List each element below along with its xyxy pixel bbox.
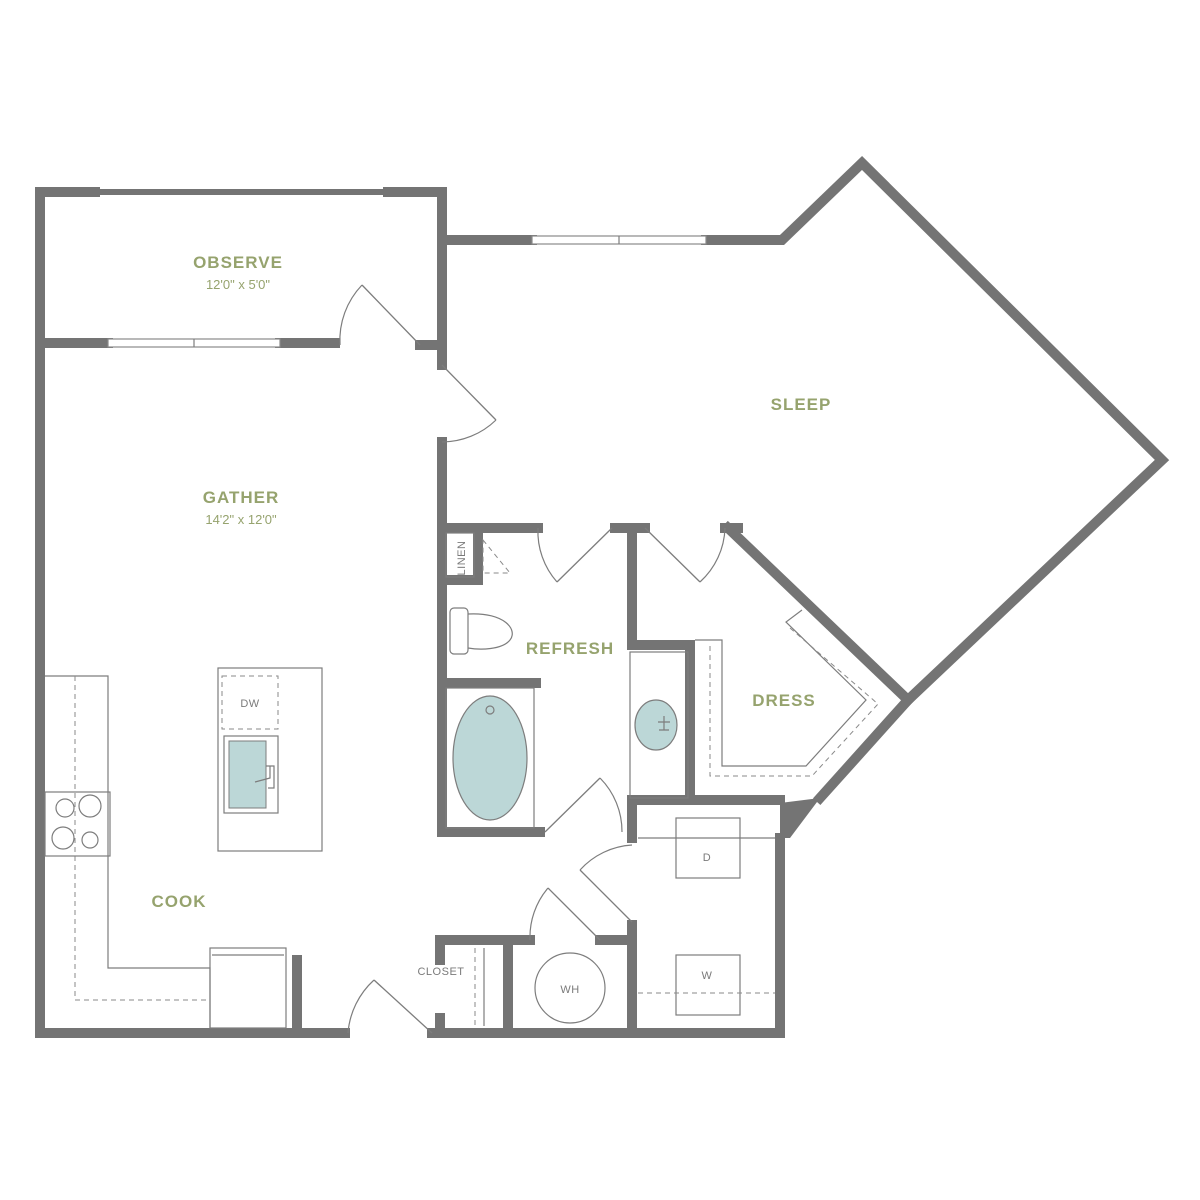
room-label-observe: OBSERVE <box>193 253 283 272</box>
south-wall-stub <box>292 955 350 1038</box>
labels: OBSERVE 12'0" x 5'0" GATHER 14'2" x 12'0… <box>152 253 832 996</box>
dishwasher-label: DW <box>240 698 259 710</box>
burner-2 <box>78 794 102 818</box>
linen-shelf <box>445 532 475 578</box>
kitchen-island <box>217 667 323 852</box>
island-sink-basin <box>228 740 267 809</box>
linen-door-outline <box>482 538 512 574</box>
wh-door-leaf <box>547 887 601 941</box>
refresh-east-wall <box>627 523 695 805</box>
upper-cabinets <box>74 676 210 1001</box>
linen-label: LINEN <box>456 541 468 576</box>
walls <box>35 156 1170 1038</box>
water-heater <box>534 952 606 1024</box>
bath-door-swing <box>537 527 558 583</box>
tub-basin <box>452 695 528 821</box>
water-heater-label: WH <box>560 984 579 996</box>
range <box>44 791 111 857</box>
refresh-door-leaf <box>544 777 601 833</box>
dryer-label: D <box>703 852 711 864</box>
laundry-door-swing <box>579 844 633 871</box>
south-wall-east <box>427 833 785 1038</box>
toilet-bowl <box>467 613 513 650</box>
dress-door-swing <box>699 527 726 583</box>
room-dims-gather: 14'2" x 12'0" <box>205 512 277 527</box>
kitchen <box>44 667 323 1029</box>
sink-faucet-icon <box>254 765 275 789</box>
closet-label: CLOSET <box>417 966 464 978</box>
burner-4 <box>81 831 99 849</box>
bath-door-leaf <box>556 527 613 583</box>
refrigerator <box>209 947 287 1029</box>
bedroom-door-leaf <box>441 364 497 421</box>
kitchen-counter <box>45 675 211 1028</box>
bathroom <box>445 532 689 829</box>
washer-label: W <box>702 970 713 982</box>
dress-shelf <box>695 609 867 767</box>
island-sink-outer <box>223 735 279 814</box>
vanity-basin <box>634 699 678 751</box>
wall-fill-corner <box>780 798 820 838</box>
room-label-refresh: REFRESH <box>526 639 614 658</box>
room-label-sleep: SLEEP <box>771 395 832 414</box>
dress-diagonal-wall <box>720 520 916 708</box>
dress-angled-south <box>812 692 916 806</box>
toilet-tank <box>449 607 469 655</box>
room-label-dress: DRESS <box>752 691 816 710</box>
wh-door-swing <box>529 887 549 941</box>
linen-wall <box>437 523 483 585</box>
burner-1 <box>55 798 75 818</box>
balcony-west-wall <box>35 187 100 345</box>
bedroom-door-swing <box>441 419 497 443</box>
laundry-door-leaf <box>579 869 633 923</box>
room-label-gather: GATHER <box>203 488 280 507</box>
bedroom-north-wall-east <box>701 156 1170 708</box>
dress-closet <box>695 609 879 777</box>
room-label-cook: COOK <box>152 892 207 911</box>
balcony-east-wall <box>383 187 447 355</box>
refresh-door-swing <box>599 777 623 833</box>
closet-door-swing <box>347 979 375 1034</box>
vanity <box>629 651 689 799</box>
windows <box>107 235 707 348</box>
bathtub <box>445 687 535 829</box>
closet-door-leaf <box>373 979 433 1034</box>
balcony-door-leaf <box>361 284 421 346</box>
burner-3 <box>51 826 75 850</box>
dryer <box>675 817 741 879</box>
west-wall <box>35 338 300 1038</box>
doors <box>339 284 726 1034</box>
vanity-faucet-icon <box>658 716 670 731</box>
bedroom-partition-lower <box>437 437 545 837</box>
tub-drain <box>485 705 495 715</box>
room-dims-observe: 12'0" x 5'0" <box>206 277 270 292</box>
dress-door-leaf <box>644 527 701 583</box>
balcony-door-swing <box>339 284 363 346</box>
washer <box>675 954 741 1016</box>
dishwasher <box>221 675 279 730</box>
laundry <box>474 817 775 1026</box>
